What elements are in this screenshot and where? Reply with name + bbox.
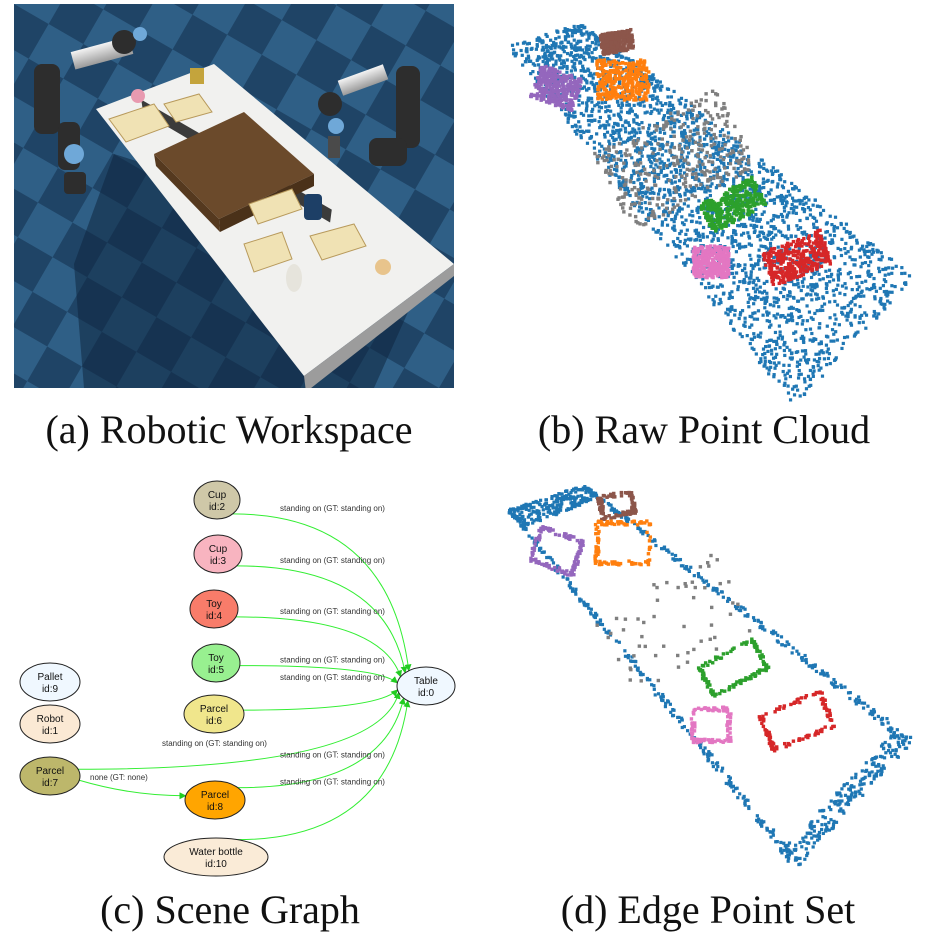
graph-edge-n7-n8 (79, 779, 187, 800)
caption-b: (b) Raw Point Cloud (537, 407, 871, 452)
graph-node-label: Table (414, 676, 438, 687)
graph-node-label: id:1 (42, 726, 59, 737)
graph-edge-label: standing on (GT: standing on) (280, 656, 385, 665)
robotic-workspace-image (14, 4, 454, 392)
scene-graph: standing on (GT: standing on) standing on… (12, 470, 482, 882)
graph-edge-n7-n0 (78, 691, 401, 770)
caption-c: (c) Scene Graph (100, 887, 360, 932)
graph-node-label: id:2 (209, 502, 226, 513)
caption-d: (d) Edge Point Set (560, 887, 856, 932)
graph-edge-n2-n0 (232, 513, 412, 672)
graph-edge-n4-n0 (235, 616, 402, 678)
graph-node-label: id:0 (418, 688, 435, 699)
graph-node-label: id:9 (42, 684, 59, 695)
graph-node-label: Cup (208, 490, 227, 501)
graph-node-label: Water bottle (189, 847, 243, 858)
graph-edge-label: standing on (GT: standing on) (280, 504, 385, 513)
graph-node-label: id:8 (207, 802, 224, 813)
graph-edge-label: standing on (GT: standing on) (280, 556, 385, 565)
graph-node-label: id:10 (205, 859, 227, 870)
graph-node-label: id:3 (210, 556, 227, 567)
graph-node-label: Parcel (36, 766, 64, 777)
graph-node-label: Parcel (201, 790, 229, 801)
graph-node-label: Toy (208, 653, 224, 664)
raw-point-cloud-image (495, 22, 925, 410)
caption-a: (a) Robotic Workspace (45, 407, 413, 452)
raw-point-cloud-plot (510, 24, 912, 402)
graph-node-label: Cup (209, 544, 228, 555)
graph-edge-n5-n0 (239, 665, 398, 684)
graph-node-label: Toy (206, 599, 222, 610)
graph-node-label: id:4 (206, 611, 223, 622)
edge-point-set-image (495, 484, 925, 875)
edge-point-set-plot (507, 484, 913, 867)
graph-node-label: Parcel (200, 704, 228, 715)
graph-node-label: Pallet (37, 672, 62, 683)
graph-edge-label: standing on (GT: standing on) (280, 607, 385, 616)
graph-edge-label: standing on (GT: standing on) (280, 673, 385, 682)
graph-edge-n8-n0 (237, 697, 406, 789)
graph-edge-n6-n0 (243, 689, 399, 711)
graph-node-label: id:7 (42, 778, 59, 789)
graph-edge-n3-n0 (236, 565, 408, 674)
graph-edge-label: standing on (GT: standing on) (280, 778, 385, 787)
scene-graph-svg: standing on (GT: standing on) standing on… (19, 480, 456, 877)
graph-edge-n10-n0 (237, 700, 411, 841)
graph-edge-label: standing on (GT: standing on) (162, 739, 267, 748)
graph-node-label: Robot (37, 714, 64, 725)
graph-edge-label: none (GT: none) (90, 773, 148, 782)
graph-edge-label: standing on (GT: standing on) (280, 751, 385, 760)
graph-node-label: id:5 (208, 665, 225, 676)
graph-node-label: id:6 (206, 716, 223, 727)
